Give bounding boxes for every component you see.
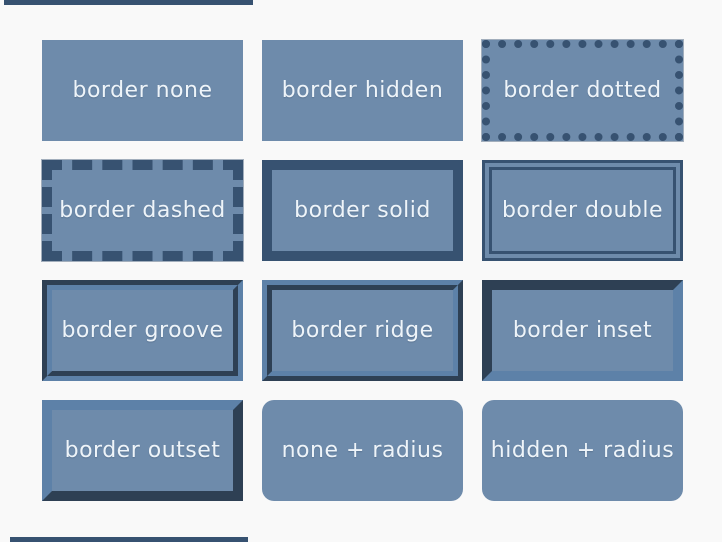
demo-box-border-dotted: border dotted — [482, 40, 683, 141]
demo-box-label: border none — [72, 78, 213, 103]
cutoff-box-top — [4, 0, 253, 5]
demo-box-border-solid: border solid — [262, 160, 463, 261]
demo-box-border-none: border none — [42, 40, 243, 141]
demo-box-label: border solid — [294, 198, 431, 223]
border-demo-grid: border none border hidden border dotted … — [42, 40, 683, 501]
cutoff-box-bottom — [10, 537, 248, 542]
demo-box-label: border double — [501, 198, 664, 223]
demo-box-border-dashed: border dashed — [42, 160, 243, 261]
demo-box-label: border inset — [512, 318, 653, 343]
demo-box-hidden-radius: hidden + radius — [482, 400, 683, 501]
demo-box-label: border dashed — [59, 198, 226, 223]
demo-box-label: none + radius — [281, 438, 444, 463]
demo-box-label: border outset — [64, 438, 221, 463]
demo-box-label: border hidden — [281, 78, 444, 103]
demo-box-border-ridge: border ridge — [262, 280, 463, 381]
demo-box-border-hidden: border hidden — [262, 40, 463, 141]
demo-box-border-double: border double — [482, 160, 683, 261]
demo-box-none-radius: none + radius — [262, 400, 463, 501]
demo-box-border-inset: border inset — [482, 280, 683, 381]
demo-box-label: border dotted — [503, 78, 662, 103]
demo-box-label: border groove — [61, 318, 224, 343]
demo-box-label: hidden + radius — [490, 438, 675, 463]
demo-box-border-groove: border groove — [42, 280, 243, 381]
demo-box-border-outset: border outset — [42, 400, 243, 501]
demo-box-label: border ridge — [291, 318, 434, 343]
